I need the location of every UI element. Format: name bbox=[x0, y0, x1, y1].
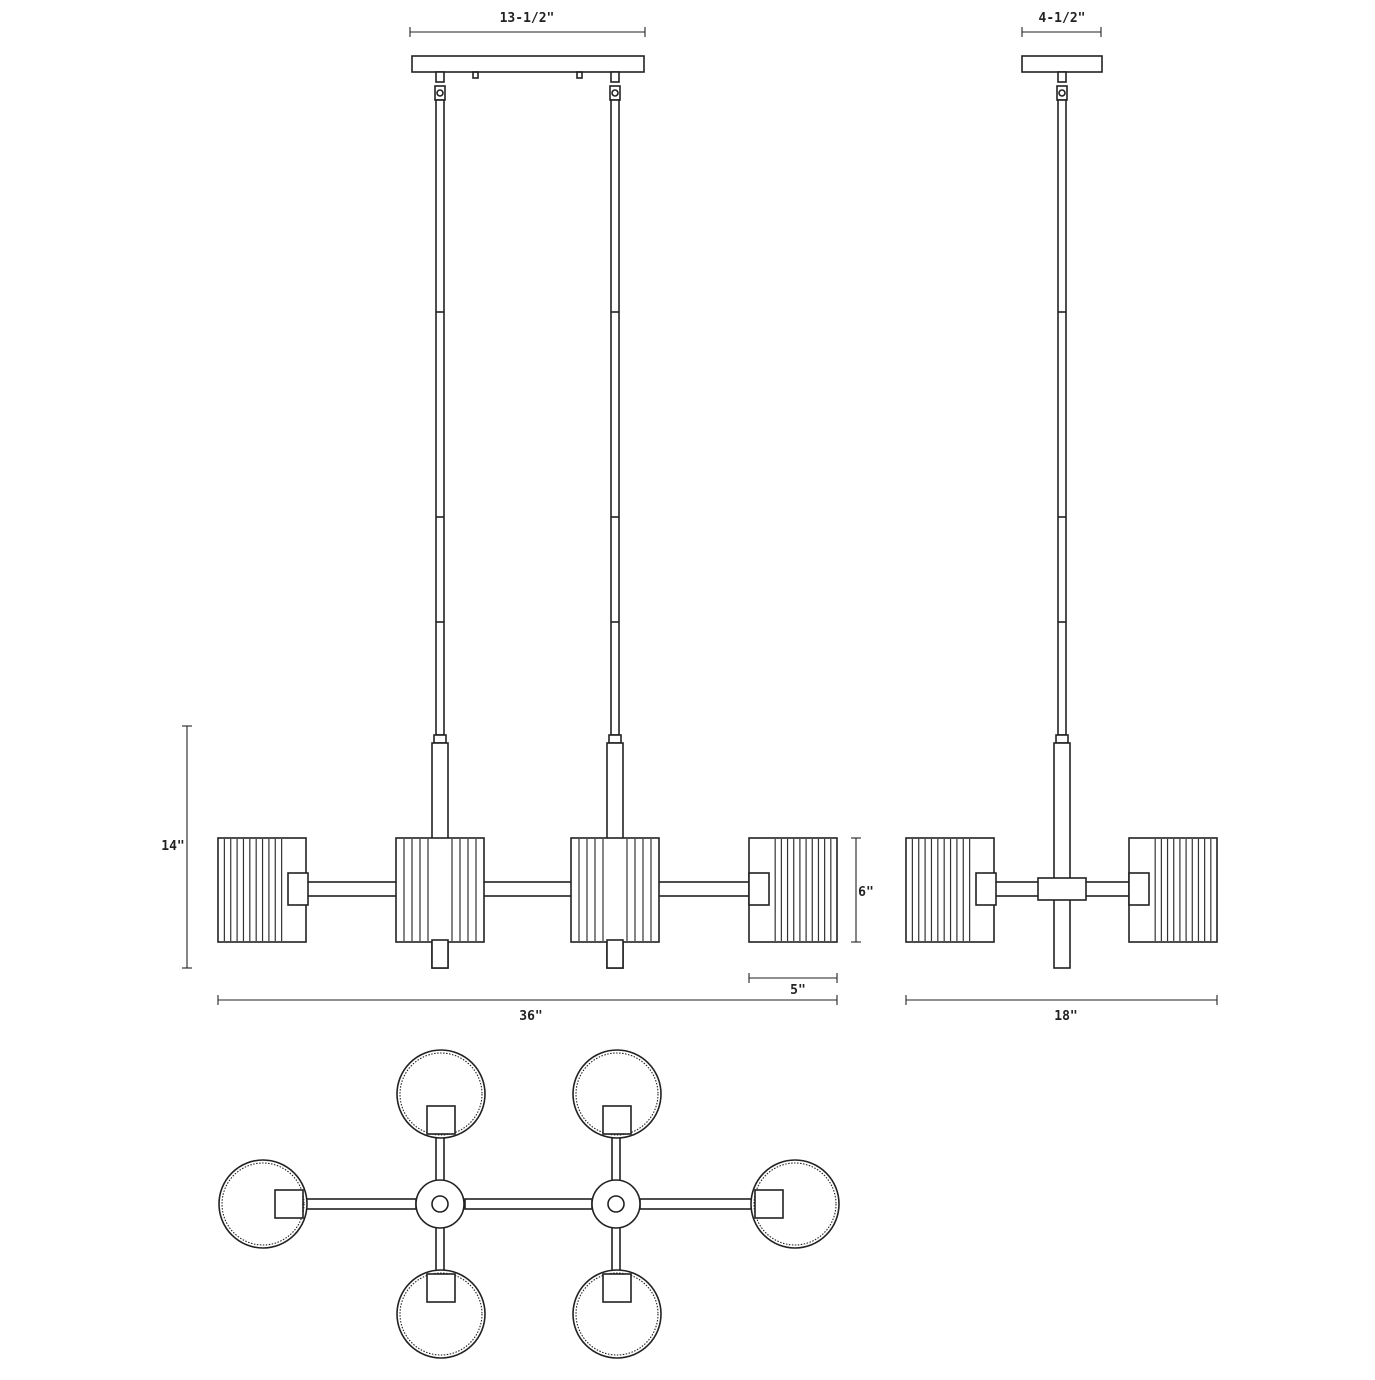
overall-length-dimension: 36" bbox=[217, 995, 838, 1024]
shade-side-right bbox=[1128, 837, 1218, 943]
shade-flutes-front bbox=[223, 839, 832, 941]
shade-front-4 bbox=[748, 837, 838, 943]
rod-side bbox=[1057, 99, 1067, 736]
canopy-front bbox=[411, 55, 645, 73]
plan-shade-2 bbox=[572, 1049, 662, 1139]
shade-flutes-side bbox=[911, 839, 1212, 941]
height-label: 14" bbox=[161, 839, 184, 854]
plan-shade-5 bbox=[396, 1269, 486, 1359]
plan-shade-6 bbox=[572, 1269, 662, 1359]
canopy-side bbox=[1021, 55, 1103, 73]
shade-height-label: 6" bbox=[858, 885, 874, 900]
shade-width-dimension: 5" bbox=[748, 973, 838, 998]
canopy-front-dimension: 13-1/2" bbox=[409, 11, 646, 37]
hub-right bbox=[591, 1179, 641, 1229]
shade-front-2 bbox=[395, 837, 485, 969]
rod-right bbox=[606, 71, 624, 969]
plan-shade-4 bbox=[750, 1159, 840, 1249]
height-dimension: 14" bbox=[161, 725, 192, 969]
overall-depth-label: 18" bbox=[1054, 1009, 1077, 1024]
canopy-side-label: 4-1/2" bbox=[1039, 11, 1086, 26]
rod-left bbox=[431, 71, 449, 969]
shade-front-3 bbox=[570, 837, 660, 969]
canopy-side-dimension: 4-1/2" bbox=[1021, 11, 1102, 37]
front-elevation: 13-1/2" bbox=[161, 11, 874, 1024]
canopy-front-label: 13-1/2" bbox=[500, 11, 555, 26]
plan-view bbox=[218, 1049, 840, 1359]
arm-bar-front bbox=[304, 881, 751, 897]
plan-shade-1 bbox=[396, 1049, 486, 1139]
shade-height-dimension: 6" bbox=[851, 837, 874, 943]
side-elevation: 4-1/2" 18" bbox=[905, 11, 1218, 1024]
plan-shade-3 bbox=[218, 1159, 308, 1249]
overall-depth-dimension: 18" bbox=[905, 995, 1218, 1024]
hub-left bbox=[415, 1179, 465, 1229]
shade-width-label: 5" bbox=[790, 983, 806, 998]
plan-shades bbox=[218, 1049, 840, 1359]
overall-length-label: 36" bbox=[519, 1009, 542, 1024]
